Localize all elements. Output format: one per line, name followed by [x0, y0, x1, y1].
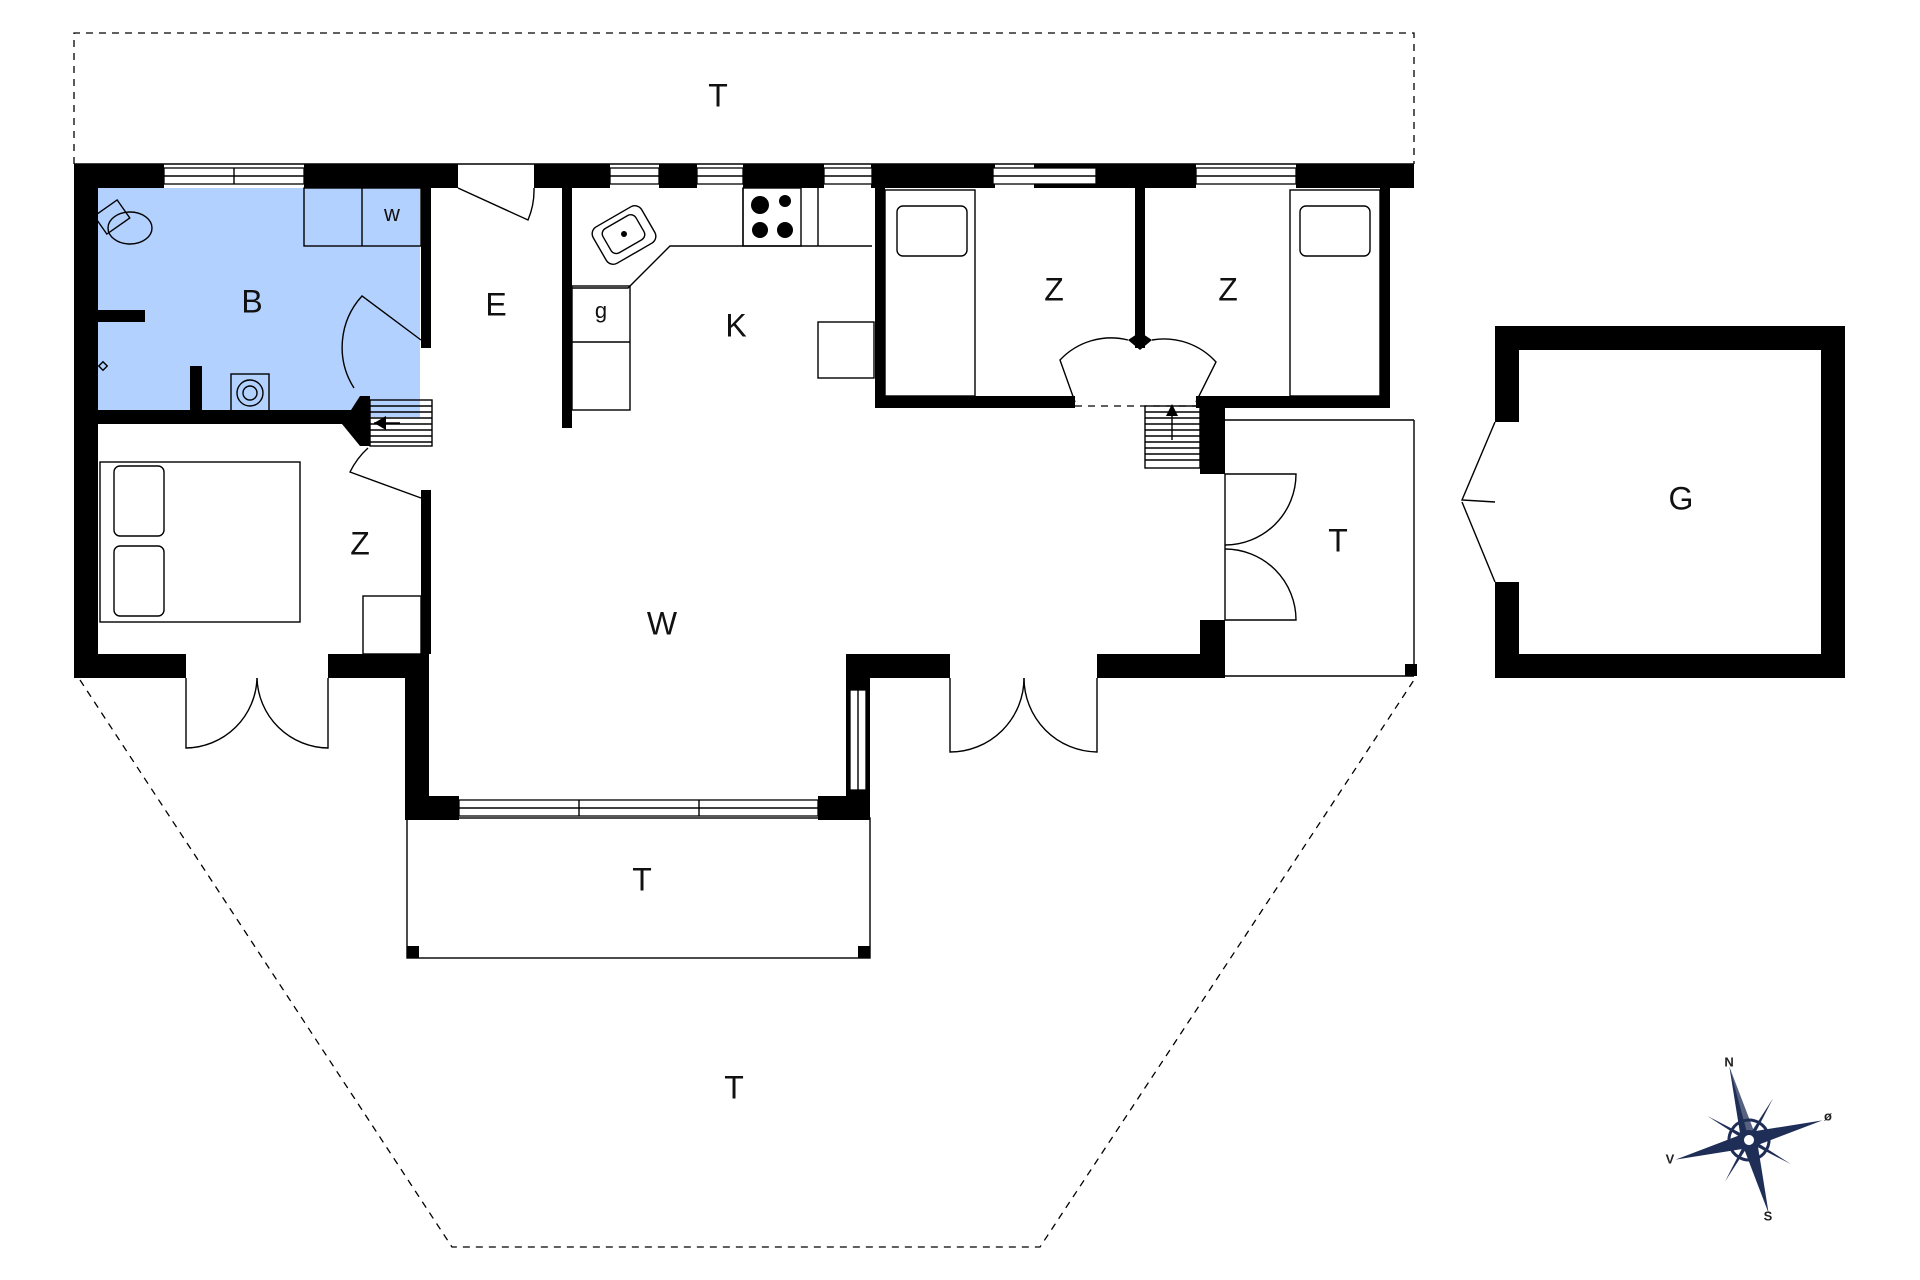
doors — [185, 187, 1496, 753]
room-label-annex: T — [1328, 522, 1348, 558]
compass-west: V — [1666, 1151, 1675, 1166]
compass-rose-icon: N ø S V — [1666, 1054, 1832, 1223]
fixture-label-fridge: g — [595, 298, 607, 323]
washbasin-icon — [230, 373, 270, 413]
kitchen-sink-icon — [591, 205, 657, 265]
room-label-bathroom: B — [241, 283, 262, 319]
room-label-bedroom-sw: Z — [350, 525, 370, 561]
compass-north: N — [1724, 1054, 1733, 1069]
walls — [74, 164, 1845, 958]
stairs — [369, 399, 1201, 469]
room-label-garage: G — [1669, 480, 1694, 516]
terrace-north-outline — [73, 32, 1415, 164]
room-label-bedroom-ne: Z — [1218, 271, 1238, 307]
room-label-terrace-south: T — [724, 1069, 744, 1105]
bathroom-floor — [97, 188, 420, 417]
room-label-living: W — [647, 605, 678, 641]
room-label-bedroom-nw: Z — [1044, 271, 1064, 307]
pillow-icons — [113, 205, 1371, 617]
toilet-icon — [93, 198, 153, 245]
room-label-kitchen: K — [725, 307, 746, 343]
room-label-terrace-covered: T — [632, 861, 652, 897]
room-label-terrace-north: T — [708, 77, 728, 113]
thin-lines — [74, 163, 1415, 959]
compass-south: S — [1764, 1208, 1773, 1223]
fixture-label-washer: w — [383, 201, 400, 226]
stove-icon — [742, 187, 802, 247]
terrace-south-outline — [79, 679, 1415, 1248]
compass-east: ø — [1824, 1108, 1832, 1123]
room-label-entrance: E — [485, 286, 506, 322]
windows — [163, 167, 1297, 817]
shower-drain-icon — [97, 360, 109, 372]
